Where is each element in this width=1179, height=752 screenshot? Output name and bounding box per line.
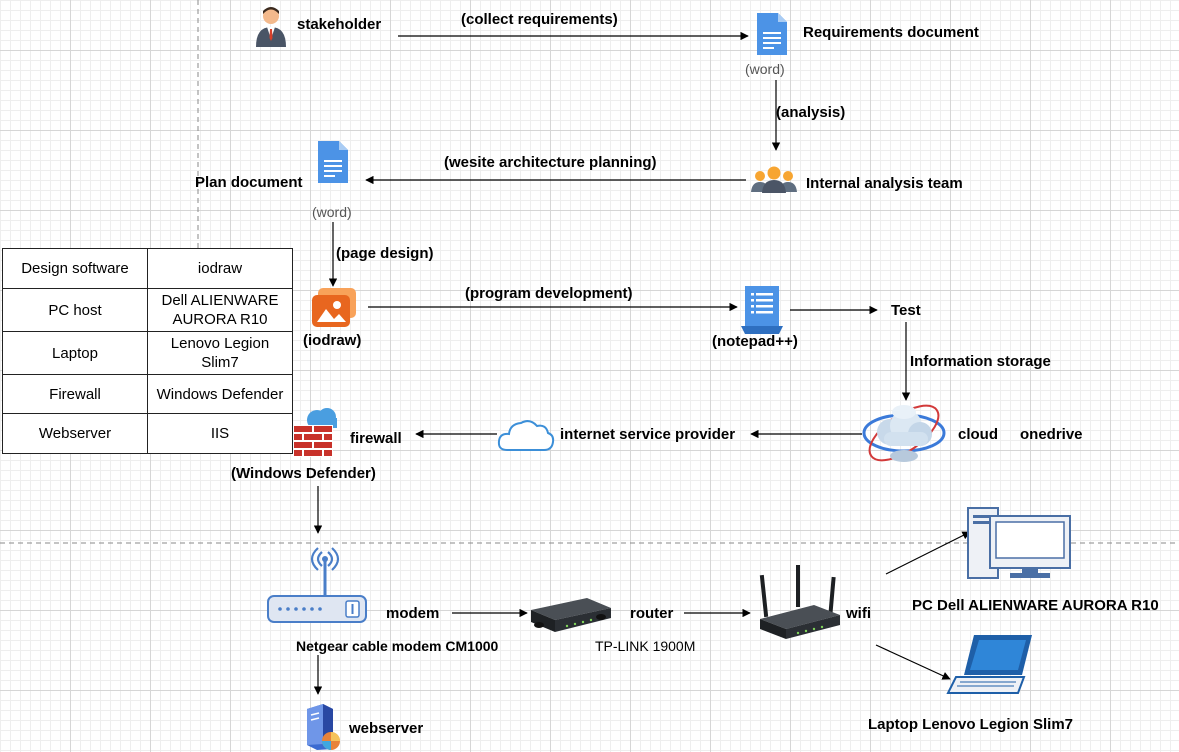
internet-cloud-icon xyxy=(497,420,555,451)
wifi-label: wifi xyxy=(846,605,871,622)
laptop-label: Laptop Lenovo Legion Slim7 xyxy=(868,716,1074,733)
firewall-label: firewall xyxy=(350,430,402,447)
table-row: PC host Dell ALIENWARE AURORA R10 xyxy=(2,288,293,332)
stakeholder-label: stakeholder xyxy=(297,16,382,33)
table-row: Webserver IIS xyxy=(2,413,293,454)
spec-value-cell: iodraw xyxy=(147,248,293,289)
wifi-router-icon xyxy=(759,565,840,639)
pc-label: PC Dell ALIENWARE AURORA R10 xyxy=(912,597,1159,614)
spec-table: Design software iodraw PC host Dell ALIE… xyxy=(2,248,293,454)
information-storage-label: Information storage xyxy=(910,353,1051,370)
plan-document-icon xyxy=(318,141,348,183)
notepad-document-icon xyxy=(741,286,783,334)
spec-value-cell: Lenovo Legion Slim7 xyxy=(147,331,293,375)
spec-item-cell: Firewall xyxy=(2,374,148,414)
spec-item-cell: Webserver xyxy=(2,413,148,454)
plan-document-label: Plan document xyxy=(195,174,303,191)
spec-item-cell: PC host xyxy=(2,288,148,332)
spec-item-cell: Design software xyxy=(2,248,148,289)
edge-wifi-to-pc xyxy=(885,531,971,575)
requirements-document-label: Requirements document xyxy=(803,24,979,41)
firewall-product-label: (Windows Defender) xyxy=(231,465,376,482)
router-product-label: TP-LINK 1900M xyxy=(595,638,696,654)
spec-value-cell: IIS xyxy=(147,413,293,454)
table-row: Design software iodraw xyxy=(2,248,293,289)
page-design-label: (page design) xyxy=(336,245,434,262)
plan-format-label: (word) xyxy=(312,204,352,220)
requirements-format-label: (word) xyxy=(745,61,785,77)
spec-value-cell: Windows Defender xyxy=(147,374,293,414)
modem-product-label: Netgear cable modem CM1000 xyxy=(296,638,499,654)
laptop-icon xyxy=(946,635,1032,694)
requirements-document-icon xyxy=(757,13,787,55)
cloud-storage-icon xyxy=(862,404,946,462)
router-label: router xyxy=(630,605,674,622)
analysis-label: (analysis) xyxy=(776,104,846,121)
website-architecture-planning-label: (wesite architecture planning) xyxy=(444,154,657,171)
webserver-label: webserver xyxy=(349,720,424,737)
onedrive-label: onedrive xyxy=(1020,426,1083,443)
table-row: Laptop Lenovo Legion Slim7 xyxy=(2,331,293,375)
router-icon xyxy=(531,598,611,632)
iodraw-image-icon xyxy=(312,288,356,327)
modem-icon xyxy=(267,547,367,623)
program-development-label: (program development) xyxy=(465,285,633,302)
spec-value-cell: Dell ALIENWARE AURORA R10 xyxy=(147,288,293,332)
notepad-label: (notepad++) xyxy=(712,333,798,350)
internet-service-provider-label: internet service provider xyxy=(560,426,736,443)
cloud-label: cloud xyxy=(958,426,998,443)
team-group-icon xyxy=(751,166,797,193)
edge-wifi-to-laptop xyxy=(875,644,951,680)
stakeholder-person-icon xyxy=(256,7,286,47)
spec-item-cell: Laptop xyxy=(2,331,148,375)
internal-analysis-team-label: Internal analysis team xyxy=(806,175,963,192)
webserver-icon xyxy=(307,704,340,750)
collect-requirements-label: (collect requirements) xyxy=(461,11,618,28)
table-row: Firewall Windows Defender xyxy=(2,374,293,414)
test-label: Test xyxy=(891,302,921,319)
desktop-pc-icon xyxy=(967,507,1071,579)
firewall-brick-icon xyxy=(293,408,337,457)
modem-label: modem xyxy=(386,605,440,622)
iodraw-label: (iodraw) xyxy=(303,332,362,349)
